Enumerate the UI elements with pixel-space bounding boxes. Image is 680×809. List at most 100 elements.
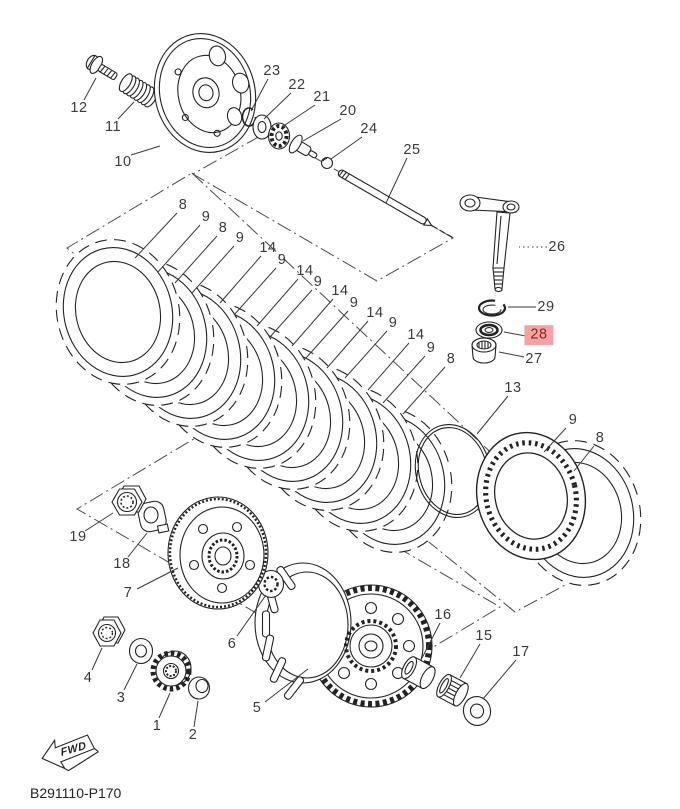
leader-line-10 (130, 145, 161, 156)
part-label-9[interactable]: 9 (426, 339, 436, 356)
push-rod-long-drawing (337, 169, 453, 238)
leader-line-13 (476, 395, 509, 435)
thrust-washer-drawing (257, 569, 285, 599)
part-label-29[interactable]: 29 (537, 298, 555, 315)
leader-line-18 (127, 532, 148, 558)
part-label-9[interactable]: 9 (235, 229, 245, 246)
leader-line-25 (385, 157, 408, 204)
needle-bearing-drawing (436, 673, 469, 707)
part-label-22[interactable]: 22 (288, 76, 306, 93)
plate-washer-drawing (128, 637, 154, 665)
part-label-17[interactable]: 17 (512, 643, 530, 660)
clutch-housing-drawing (254, 562, 433, 708)
bearing-21-drawing (267, 122, 291, 150)
leader-line-9 (191, 245, 235, 294)
part-code: B291110-P170 (30, 785, 122, 801)
leader-line-9 (543, 427, 567, 453)
part-label-9[interactable]: 9 (313, 273, 323, 290)
boss-nut-drawing (111, 485, 147, 516)
circlip-drawing (477, 299, 507, 317)
part-label-18[interactable]: 18 (113, 555, 131, 572)
leader-line-16 (421, 622, 441, 659)
leader-line-5 (264, 668, 309, 703)
leader-line-9 (157, 224, 201, 273)
fwd-arrow: FWD (41, 734, 99, 772)
leader-line-22 (263, 92, 292, 120)
leader-lines (83, 77, 595, 728)
leader-line-14 (326, 320, 369, 369)
part-label-13[interactable]: 13 (504, 379, 522, 396)
part-label-27[interactable]: 27 (525, 350, 543, 367)
part-label-14[interactable]: 14 (296, 262, 314, 279)
leader-line-14 (291, 298, 334, 347)
part-label-14[interactable]: 14 (366, 304, 384, 321)
part-label-3[interactable]: 3 (116, 689, 126, 706)
part-label-9[interactable]: 9 (349, 294, 359, 311)
washer-23-drawing (241, 107, 257, 127)
part-label-10[interactable]: 10 (114, 153, 132, 170)
part-label-15[interactable]: 15 (475, 627, 493, 644)
ball-drawing (320, 156, 334, 170)
collar-drawing (187, 676, 211, 700)
shaft-nut-drawing (92, 616, 126, 647)
part-label-16[interactable]: 16 (434, 606, 452, 623)
part-label-9[interactable]: 9 (388, 314, 398, 331)
leader-line-9 (305, 310, 349, 359)
leader-line-8 (134, 212, 178, 259)
part-label-24[interactable]: 24 (360, 120, 378, 137)
part-label-14[interactable]: 14 (259, 239, 277, 256)
part-label-19[interactable]: 19 (69, 528, 87, 545)
leader-line-14 (219, 255, 262, 304)
leader-line-21 (281, 104, 316, 128)
leader-line-23 (250, 78, 269, 112)
part-label-9[interactable]: 9 (568, 411, 578, 428)
part-label-4[interactable]: 4 (83, 669, 93, 686)
part-label-14[interactable]: 14 (407, 326, 425, 343)
lock-washer-drawing (137, 500, 170, 534)
part-label-25[interactable]: 25 (403, 141, 421, 158)
leader-line-4 (91, 647, 103, 671)
leader-line-14 (256, 278, 299, 327)
part-label-8[interactable]: 8 (595, 429, 605, 446)
part-label-6[interactable]: 6 (227, 635, 237, 652)
leader-line-7 (136, 567, 179, 590)
clutch-spring-drawing (118, 73, 158, 108)
part-label-23[interactable]: 23 (263, 62, 281, 79)
leader-line-27 (498, 351, 525, 358)
part-label-21[interactable]: 21 (313, 88, 331, 105)
part-label-9[interactable]: 9 (277, 251, 287, 268)
leader-line-1 (158, 692, 171, 719)
leader-line-15 (459, 643, 481, 679)
shaft-washer-drawing (462, 696, 492, 726)
part-label-26[interactable]: 26 (548, 238, 566, 255)
leader-line-6 (236, 594, 267, 637)
part-label-8[interactable]: 8 (446, 350, 456, 367)
leader-line-8 (402, 366, 446, 415)
part-label-5[interactable]: 5 (252, 699, 262, 716)
part-label-7[interactable]: 7 (123, 584, 133, 601)
leader-line-8 (174, 235, 218, 284)
part-label-9[interactable]: 9 (201, 208, 211, 225)
leader-line-9 (382, 355, 426, 404)
part-label-11[interactable]: 11 (104, 118, 122, 135)
leader-line-17 (482, 659, 517, 700)
leader-line-9 (269, 289, 313, 338)
lever-bearing-drawing (471, 337, 497, 364)
leader-line-19 (84, 512, 114, 532)
part-label-28-highlighted[interactable]: 28 (524, 325, 554, 345)
part-label-12[interactable]: 12 (70, 99, 88, 116)
part-label-2[interactable]: 2 (188, 726, 198, 743)
leader-line-11 (117, 101, 135, 120)
pushrod-group-plane (191, 130, 455, 282)
part-label-8[interactable]: 8 (218, 219, 228, 236)
part-label-20[interactable]: 20 (339, 102, 357, 119)
leader-line-2 (193, 700, 199, 728)
part-label-8[interactable]: 8 (178, 196, 188, 213)
leader-line-8 (573, 445, 595, 472)
part-label-1[interactable]: 1 (152, 717, 162, 734)
part-label-14[interactable]: 14 (331, 282, 349, 299)
leader-line-9 (233, 267, 277, 316)
push-rod-short-drawing (288, 134, 318, 159)
primary-gear-drawing (150, 650, 192, 692)
